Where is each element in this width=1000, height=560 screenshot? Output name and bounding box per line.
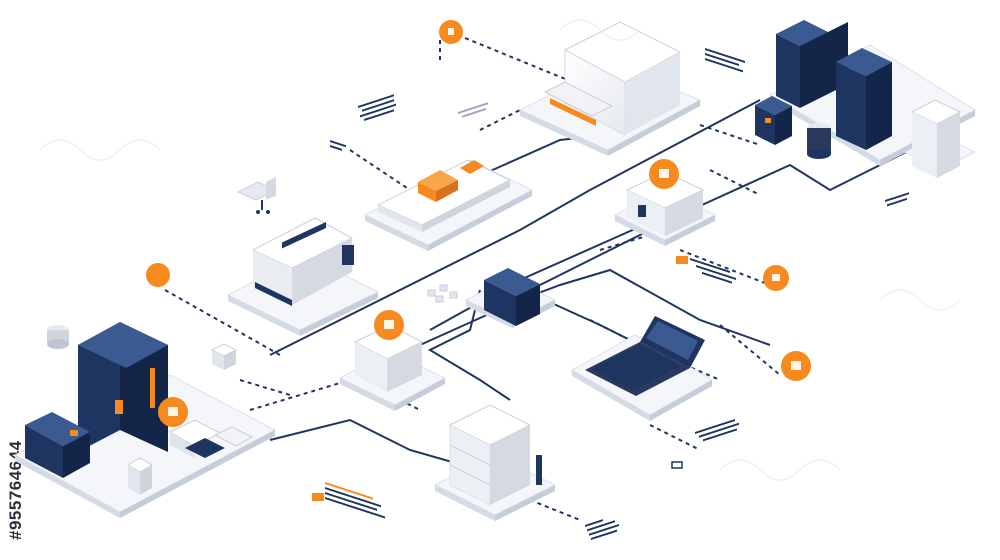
drum-cylinder-right	[807, 123, 831, 159]
text-mark-right	[690, 258, 736, 284]
text-mark-right-upper	[885, 192, 909, 207]
trunk-line-lower	[269, 418, 481, 471]
location-pin-icon-1	[439, 20, 463, 44]
text-mark-bottom-center	[585, 519, 619, 541]
text-mark-faint-top	[458, 102, 488, 118]
printer-large-top	[543, 21, 682, 136]
white-block-server	[353, 324, 424, 392]
text-mark-bottom-left-orange	[312, 493, 324, 501]
cabinet-with-orange-module	[376, 159, 512, 232]
server-small-left	[25, 412, 90, 478]
storage-rack-left	[251, 217, 354, 306]
text-mark-small-left	[330, 140, 346, 151]
cube-server-right	[625, 171, 705, 236]
location-pin-icon-3	[649, 159, 679, 189]
text-mark-top-center	[705, 48, 745, 73]
drum-cylinder-left	[47, 325, 69, 349]
box-small-left	[210, 343, 238, 370]
location-pin-icon-5	[763, 265, 789, 291]
printer-desk	[168, 419, 254, 458]
text-mark-top-left	[358, 94, 396, 122]
small-orange-part	[676, 256, 688, 264]
faint-watermark-pattern	[39, 19, 961, 481]
location-pin-icon-6	[781, 351, 811, 381]
dark-rack-tall-2	[836, 48, 892, 150]
location-pin-icon-7	[158, 397, 188, 427]
dark-router-center	[484, 268, 540, 326]
dark-cabinet-small	[755, 96, 792, 145]
tiny-boxes-center	[427, 284, 458, 303]
location-pin-icon-2	[146, 263, 170, 287]
text-mark-laptop	[695, 419, 739, 442]
trunk-line-down	[427, 289, 511, 401]
location-pin-icon-4	[374, 310, 404, 340]
stacked-server-bottom	[448, 404, 542, 506]
office-chair-icon	[236, 177, 278, 214]
server-rack-tall	[78, 322, 168, 452]
trunk-line-main	[269, 99, 761, 356]
text-marks	[312, 48, 909, 541]
platform-server-cluster	[13, 374, 277, 518]
small-tower	[127, 457, 153, 495]
trunk-line-right	[539, 149, 911, 286]
laptop-device	[585, 316, 705, 396]
text-mark-bottom-left	[325, 482, 385, 519]
text-mark-laptop-small	[671, 461, 683, 469]
white-tower-right	[903, 99, 977, 178]
